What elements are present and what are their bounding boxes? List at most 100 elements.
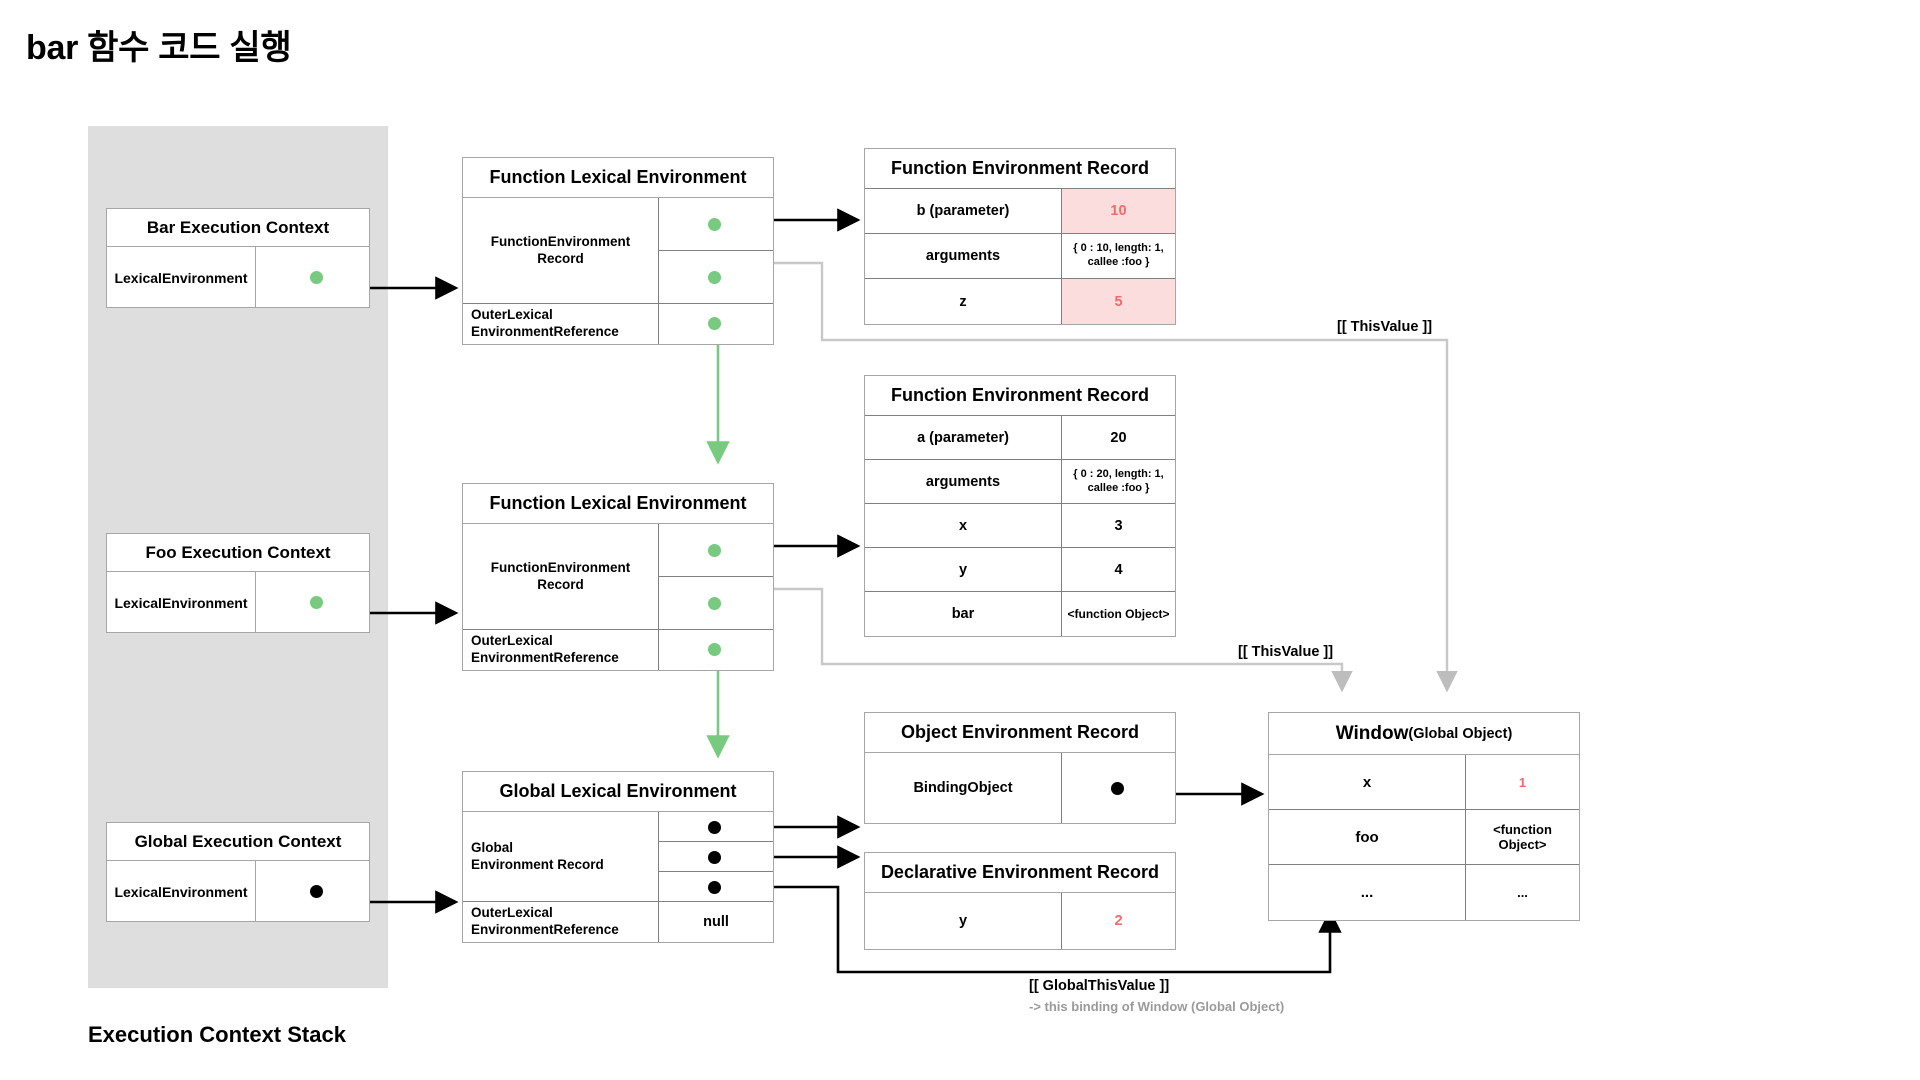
foo-ec-pointer-cell <box>256 572 369 633</box>
green-dot-icon <box>708 544 721 557</box>
black-dot-icon <box>708 851 721 864</box>
window-row0-value: 1 <box>1465 755 1579 809</box>
execution-context-stack-caption: Execution Context Stack <box>88 1022 346 1047</box>
green-dot-icon <box>708 643 721 656</box>
foo-fer-title: Function Environment Record <box>865 376 1175 416</box>
foo-fer-row3-key: y <box>958 561 968 578</box>
foo-fer-row2-value: 3 <box>1061 504 1175 547</box>
green-dot-icon <box>310 596 323 609</box>
bar-fer-row2-key: z <box>959 293 967 310</box>
green-dot-icon <box>708 218 721 231</box>
bar-fer-row0-key: b (parameter) <box>916 203 1010 219</box>
window-title: Window(Global Object) <box>1269 713 1579 755</box>
bar-ec-lexical-environment-label: LexicalEnvironment <box>107 247 256 308</box>
table-row: x 1 <box>1269 755 1579 810</box>
global-le-slot-declarative-er <box>659 842 773 872</box>
declarative-er-row0-key: y <box>958 913 968 929</box>
global-le-record-label-line2: Environment Record <box>471 856 604 872</box>
foo-function-environment-record[interactable]: Function Environment Record a (parameter… <box>864 375 1176 637</box>
foo-execution-context[interactable]: Foo Execution Context LexicalEnvironment <box>106 533 370 633</box>
bar-fle-title: Function Lexical Environment <box>463 158 773 198</box>
annotation-thisvalue-top: [[ ThisValue ]] <box>1337 319 1433 335</box>
foo-fer-row0-value: 20 <box>1061 416 1175 459</box>
window-global-object[interactable]: Window(Global Object) x 1 foo <function … <box>1268 712 1580 921</box>
global-le-outer-value: null <box>703 914 729 930</box>
window-row1-key: foo <box>1355 828 1379 846</box>
global-le-outer-label-line1: OuterLexical <box>471 905 553 921</box>
bar-fer-row0-value: 10 <box>1061 189 1175 233</box>
bar-fle-left-column: FunctionEnvironment Record OuterLexical … <box>463 198 659 344</box>
bar-function-lexical-environment[interactable]: Function Lexical Environment FunctionEnv… <box>462 157 774 345</box>
bar-fer-row2-value: 5 <box>1061 279 1175 324</box>
foo-fle-record-label-line2: Record <box>537 576 584 592</box>
window-row2-key: ... <box>1360 884 1374 901</box>
foo-fle-outer-label-line1: OuterLexical <box>471 633 553 649</box>
foo-ec-lexical-environment-label: LexicalEnvironment <box>107 572 256 633</box>
foo-fer-row4-key: bar <box>951 606 975 622</box>
foo-fle-outer-label: OuterLexical EnvironmentReference <box>463 630 658 670</box>
global-lexical-environment[interactable]: Global Lexical Environment Global Enviro… <box>462 771 774 943</box>
foo-fle-slot-outer <box>659 630 773 670</box>
bar-fle-record-label-line2: Record <box>537 250 584 266</box>
black-dot-icon <box>708 821 721 834</box>
global-le-right-column: null <box>659 812 773 942</box>
global-le-slot-globalthisvalue <box>659 872 773 902</box>
object-er-title: Object Environment Record <box>865 713 1175 753</box>
table-row: z 5 <box>865 279 1175 324</box>
window-row1-value: <function Object> <box>1465 810 1579 864</box>
window-row0-key: x <box>1362 773 1372 791</box>
bar-fle-slot-outer <box>659 304 773 344</box>
bar-execution-context[interactable]: Bar Execution Context LexicalEnvironment <box>106 208 370 308</box>
table-row: y 2 <box>865 893 1175 949</box>
annotation-globalthisvalue: [[ GlobalThisValue ]] <box>1029 978 1170 994</box>
bar-fle-outer-label: OuterLexical EnvironmentReference <box>463 304 658 344</box>
table-row: BindingObject <box>865 753 1175 823</box>
global-le-record-label-line1: Global <box>471 839 514 855</box>
global-le-record-label: Global Environment Record <box>463 812 658 902</box>
foo-fle-record-label-line1: FunctionEnvironment <box>490 559 631 575</box>
green-dot-icon <box>310 271 323 284</box>
bar-fle-slot-thisvalue <box>659 251 773 304</box>
green-dot-icon <box>708 317 721 330</box>
bar-fer-row1-key: arguments <box>925 248 1001 264</box>
foo-fle-title: Function Lexical Environment <box>463 484 773 524</box>
green-dot-icon <box>708 271 721 284</box>
global-le-left-column: Global Environment Record OuterLexical E… <box>463 812 659 942</box>
global-le-title: Global Lexical Environment <box>463 772 773 812</box>
window-row2-value: ... <box>1465 865 1579 920</box>
table-row: a (parameter) 20 <box>865 416 1175 460</box>
foo-fer-row4-value: <function Object> <box>1061 592 1175 636</box>
declarative-environment-record[interactable]: Declarative Environment Record y 2 <box>864 852 1176 950</box>
table-row: x 3 <box>865 504 1175 548</box>
global-execution-context-title: Global Execution Context <box>107 823 369 861</box>
object-er-row0-key: BindingObject <box>913 780 1013 796</box>
table-row: y 4 <box>865 548 1175 592</box>
foo-execution-context-title: Foo Execution Context <box>107 534 369 572</box>
bar-fle-outer-label-line2: EnvironmentReference <box>471 324 619 339</box>
global-ec-lexical-environment-label: LexicalEnvironment <box>107 861 256 922</box>
foo-fle-right-column <box>659 524 773 670</box>
table-row: ... ... <box>1269 865 1579 920</box>
foo-fer-row1-key: arguments <box>925 473 1001 490</box>
window-title-main: Window <box>1335 722 1409 744</box>
foo-fle-slot-record <box>659 524 773 577</box>
object-environment-record[interactable]: Object Environment Record BindingObject <box>864 712 1176 824</box>
bar-fle-record-label-line1: FunctionEnvironment <box>490 233 631 249</box>
bar-ec-pointer-cell <box>256 247 369 308</box>
bar-fer-title: Function Environment Record <box>865 149 1175 189</box>
table-row: b (parameter) 10 <box>865 189 1175 234</box>
global-execution-context[interactable]: Global Execution Context LexicalEnvironm… <box>106 822 370 922</box>
bar-execution-context-title: Bar Execution Context <box>107 209 369 247</box>
black-dot-icon <box>1111 782 1124 795</box>
foo-fer-row3-value: 4 <box>1061 548 1175 591</box>
foo-fer-row0-key: a (parameter) <box>917 429 1009 446</box>
annotation-globalthisvalue-note: -> this binding of Window (Global Object… <box>1029 999 1285 1014</box>
window-title-sub: (Global Object) <box>1408 725 1513 742</box>
foo-fle-slot-thisvalue <box>659 577 773 630</box>
global-le-outer-label: OuterLexical EnvironmentReference <box>463 902 658 942</box>
bar-function-environment-record[interactable]: Function Environment Record b (parameter… <box>864 148 1176 325</box>
foo-fle-record-label: FunctionEnvironment Record <box>463 524 658 630</box>
foo-function-lexical-environment[interactable]: Function Lexical Environment FunctionEnv… <box>462 483 774 671</box>
foo-fer-row2-key: x <box>958 517 968 534</box>
